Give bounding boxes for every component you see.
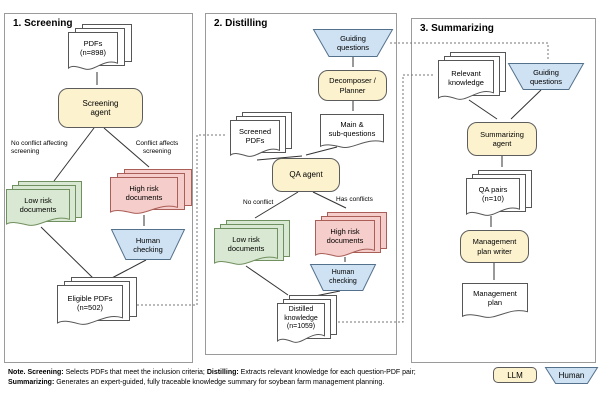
- node-pdfs-label: PDFs (n=898): [79, 39, 107, 57]
- node-main-sub-label: Main & sub-questions: [328, 119, 376, 138]
- trapezoid-icon: [312, 29, 394, 57]
- figure-note: Note. Screening: Selects PDFs that meet …: [8, 368, 470, 388]
- node-plan-writer-label: Management plan writer: [472, 237, 517, 256]
- document-icon: [277, 303, 325, 343]
- node-high-risk-documents-2: High risk documents: [315, 212, 387, 257]
- node-high-risk-label: High risk documents: [125, 184, 163, 202]
- edge-label-no-conflict: No conflict: [243, 199, 274, 206]
- node-qa-agent: QA agent: [272, 158, 340, 192]
- document-icon: [438, 60, 494, 100]
- edge-label-no-conflict-affecting: No conflict affecting screening: [11, 140, 68, 155]
- note-text: Extracts relevant knowledge for each que…: [238, 369, 416, 376]
- document-icon: [68, 32, 118, 70]
- edge-label-has-conflicts: Has conflicts: [336, 196, 373, 203]
- node-distilled-knowledge: Distilled knowledge (n=1059): [277, 295, 337, 343]
- node-screened-pdfs-label: Screened PDFs: [238, 127, 272, 145]
- legend-llm: LLM: [493, 367, 537, 383]
- node-screening-agent: Screening agent: [58, 88, 143, 128]
- node-qa-pairs: QA pairs (n=10): [466, 170, 532, 216]
- node-eligible-pdfs-label: Eligible PDFs (n=502): [67, 294, 113, 312]
- node-management-plan-label: Management plan: [473, 289, 517, 307]
- node-distilled-label: Distilled knowledge (n=1059): [284, 306, 318, 330]
- document-icon: [462, 283, 528, 318]
- node-high-risk-label: High risk documents: [326, 227, 364, 245]
- note-text: Selects PDFs that meet the inclusion cri…: [63, 369, 207, 376]
- note-bold: Note.: [8, 369, 28, 376]
- node-high-risk-documents-1: High risk documents: [110, 169, 192, 214]
- legend-human: Human: [544, 367, 599, 384]
- node-low-risk-documents-2: Low risk documents: [214, 220, 290, 265]
- note-bold: Distilling:: [206, 369, 239, 376]
- node-low-risk-label: Low risk documents: [227, 235, 265, 253]
- note-line-1: Note. Screening: Selects PDFs that meet …: [8, 368, 470, 378]
- node-decomposer-planner: Decomposer / Planner: [318, 70, 387, 101]
- document-icon: [466, 178, 520, 216]
- document-icon: [6, 189, 70, 226]
- document-icon: [57, 285, 123, 325]
- panel-screening-title: 1. Screening: [13, 18, 73, 29]
- note-line-2: Summarizing: Generates an expert-guided,…: [8, 378, 470, 388]
- node-guiding-questions-3: Guiding questions: [507, 63, 585, 90]
- panel-summarizing-title: 3. Summarizing: [420, 23, 494, 34]
- node-eligible-pdfs: Eligible PDFs (n=502): [57, 277, 137, 325]
- node-main-sub-questions: Main & sub-questions: [320, 114, 384, 148]
- node-decomposer-label: Decomposer / Planner: [329, 76, 376, 95]
- trapezoid-icon: [544, 367, 599, 384]
- node-qa-agent-label: QA agent: [289, 170, 323, 180]
- node-low-risk-documents-1: Low risk documents: [6, 181, 84, 226]
- node-management-plan: Management plan: [462, 283, 528, 318]
- node-summarizing-agent: Summarizing agent: [467, 122, 537, 156]
- note-text: Generates an expert-guided, fully tracea…: [54, 379, 385, 386]
- edge-label-conflict-affects: Conflict affects screening: [135, 140, 179, 155]
- node-human-checking-2: Human checking: [309, 264, 377, 291]
- trapezoid-icon: [507, 63, 585, 90]
- node-management-plan-writer: Management plan writer: [460, 230, 529, 263]
- note-bold: Summarizing:: [8, 379, 55, 386]
- legend-llm-label: LLM: [507, 370, 523, 380]
- node-relevant-label: Relevant knowledge: [448, 69, 484, 87]
- node-qa-pairs-label: QA pairs (n=10): [478, 185, 508, 203]
- node-human-checking-1: Human checking: [110, 229, 186, 260]
- node-guiding-questions-label: Guiding questions: [336, 34, 370, 52]
- node-summarizing-label: Summarizing agent: [480, 129, 524, 149]
- node-low-risk-label: Low risk documents: [19, 196, 57, 214]
- panel-distilling-title: 2. Distilling: [214, 18, 268, 29]
- document-icon: [230, 120, 280, 157]
- node-screened-pdfs: Screened PDFs: [230, 112, 292, 157]
- note-bold: Screening:: [27, 369, 64, 376]
- legend-human-label: Human: [558, 371, 585, 380]
- node-human-checking-label: Human checking: [133, 235, 163, 254]
- node-guiding-questions-2: Guiding questions: [312, 29, 394, 57]
- node-pdfs: PDFs (n=898): [68, 24, 132, 72]
- node-relevant-knowledge: Relevant knowledge: [438, 52, 506, 100]
- node-guiding-questions-label: Guiding questions: [529, 67, 563, 86]
- node-human-checking-label: Human checking: [329, 269, 357, 285]
- node-screening-agent-label: Screening agent: [82, 98, 119, 118]
